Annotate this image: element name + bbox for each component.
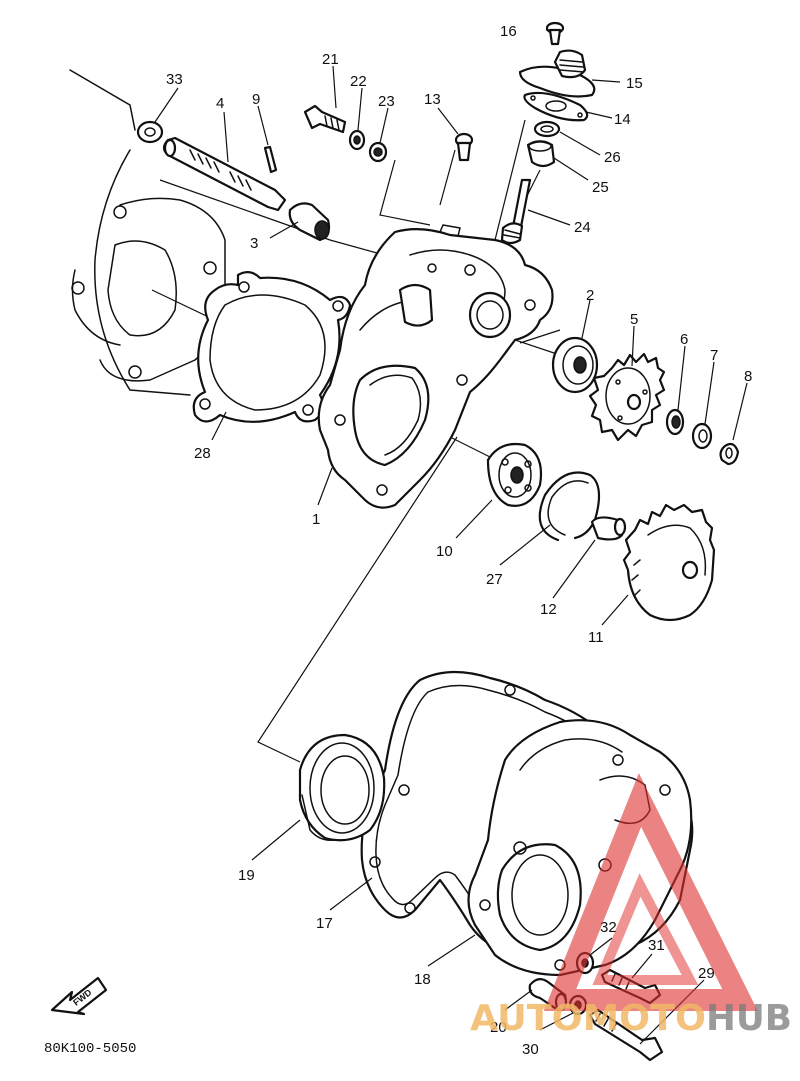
part-13-screw xyxy=(454,132,474,162)
watermark-logo xyxy=(543,773,758,1011)
label-part-2: 2 xyxy=(586,287,594,304)
part-9-pin xyxy=(263,145,278,174)
label-part-25: 25 xyxy=(592,179,609,196)
label-part-17: 17 xyxy=(316,915,333,932)
part-11-large-gear xyxy=(622,503,716,622)
label-part-23: 23 xyxy=(378,93,395,110)
part-25-bushing xyxy=(526,140,556,168)
part-27-snap-ring xyxy=(538,471,601,542)
label-part-24: 24 xyxy=(574,219,591,236)
part-3-bushing xyxy=(288,202,331,242)
part-21-bolt xyxy=(303,104,347,134)
diagram-code: 80K100-5050 xyxy=(44,1041,136,1057)
label-part-27: 27 xyxy=(486,571,503,588)
label-part-11: 11 xyxy=(588,629,604,646)
label-part-12: 12 xyxy=(540,601,557,618)
part-2-bearing xyxy=(551,336,599,394)
label-part-13: 13 xyxy=(424,91,441,108)
label-part-8: 8 xyxy=(744,368,752,385)
part-23-washer xyxy=(368,141,388,163)
label-part-20: 20 xyxy=(490,1019,507,1036)
part-16-screw xyxy=(545,21,565,46)
part-8-circlip xyxy=(719,442,740,466)
label-part-3: 3 xyxy=(250,235,258,252)
part-12-pin xyxy=(590,516,627,541)
part-6-washer xyxy=(665,408,685,436)
label-part-14: 14 xyxy=(614,111,631,128)
part-33-washer xyxy=(136,120,164,144)
part-22-washer xyxy=(348,129,366,151)
label-part-32: 32 xyxy=(600,919,617,936)
label-part-9: 9 xyxy=(252,91,260,108)
label-part-18: 18 xyxy=(414,971,431,988)
part-24-drive-gear xyxy=(500,178,532,245)
label-part-7: 7 xyxy=(710,347,718,364)
fwd-arrow-icon: FWD xyxy=(50,976,108,1016)
label-part-33: 33 xyxy=(166,71,183,88)
label-part-10: 10 xyxy=(436,543,453,560)
label-part-6: 6 xyxy=(680,331,688,348)
part-1-main-cover xyxy=(317,224,554,509)
label-part-16: 16 xyxy=(500,23,517,40)
label-part-15: 15 xyxy=(626,75,643,92)
part-28-gasket xyxy=(192,271,352,423)
watermark-part-b: HUB xyxy=(706,998,792,1039)
label-part-31: 31 xyxy=(648,937,665,954)
label-part-1: 1 xyxy=(312,511,320,528)
part-10-bearing xyxy=(486,442,543,507)
label-part-21: 21 xyxy=(322,51,339,68)
label-part-28: 28 xyxy=(194,445,211,462)
watermark-part-a: AUTOMOTO xyxy=(470,998,706,1039)
label-part-19: 19 xyxy=(238,867,255,884)
part-7-washer xyxy=(691,422,713,450)
part-labels: 1 2 3 4 5 6 7 8 9 10 11 12 13 14 15 16 1… xyxy=(166,23,752,1058)
label-part-30: 30 xyxy=(522,1041,539,1058)
label-part-29: 29 xyxy=(698,965,715,982)
label-part-4: 4 xyxy=(216,95,224,112)
label-part-22: 22 xyxy=(350,73,367,90)
part-15-housing xyxy=(518,49,596,98)
part-14-gasket xyxy=(523,91,589,122)
part-4-shaft xyxy=(162,136,287,212)
label-part-26: 26 xyxy=(604,149,621,166)
part-26-oring xyxy=(533,120,561,138)
label-part-5: 5 xyxy=(630,311,638,328)
part-19-oil-seal xyxy=(298,733,386,842)
part-29-bolt xyxy=(588,1008,664,1062)
part-5-gear xyxy=(588,352,666,442)
watermark-text: AUTOMOTO HUB xyxy=(470,998,792,1039)
